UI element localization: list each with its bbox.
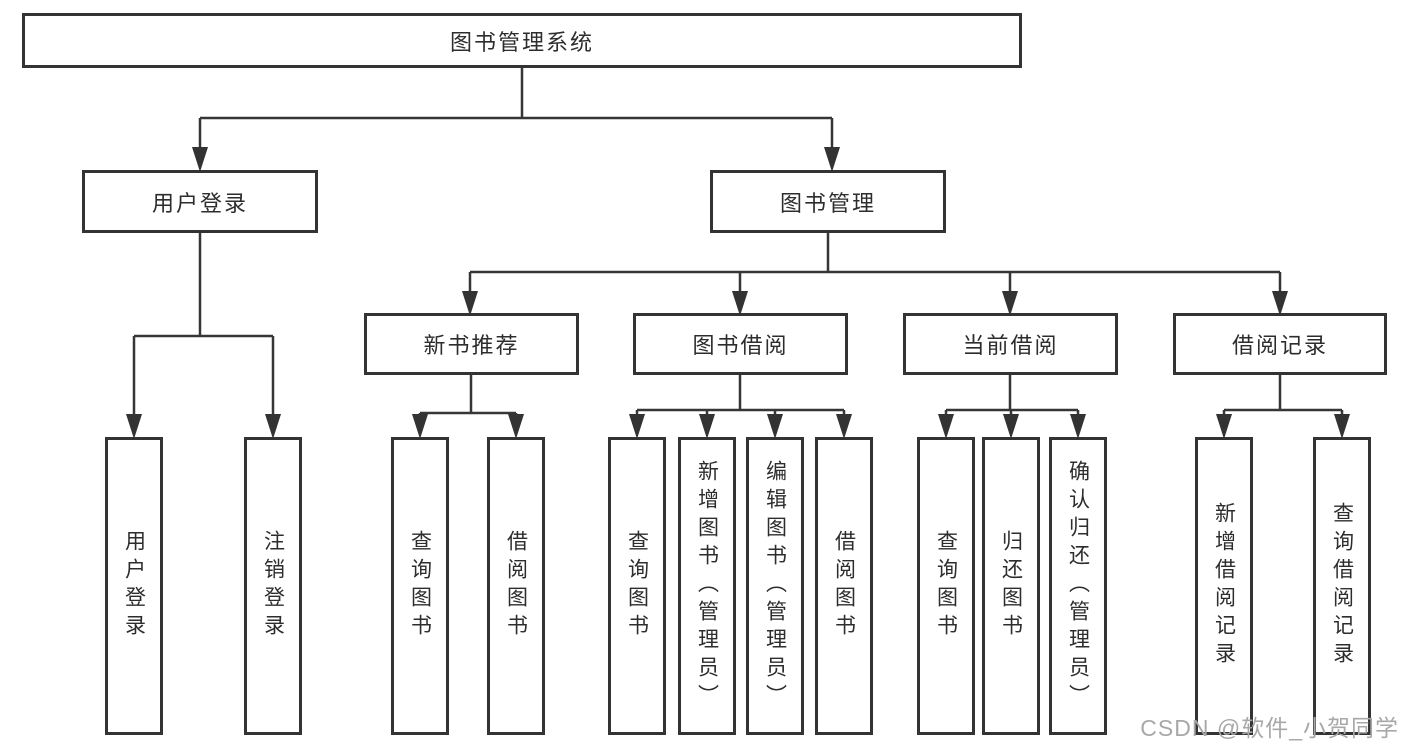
leaf-query-books-current: 查询图书 (917, 437, 975, 735)
leaf-label: 查询图书 (625, 530, 649, 642)
leaf-user-login: 用户登录 (105, 437, 163, 735)
leaf-label: 新增图书（管理员） (695, 460, 719, 712)
leaf-label: 查询借阅记录 (1330, 502, 1354, 670)
connector-strokes (132, 68, 1344, 416)
node-root-label: 图书管理系统 (449, 29, 594, 55)
node-root-system: 图书管理系统 (22, 13, 1022, 68)
leaf-borrow-book: 借阅图书 (815, 437, 873, 735)
leaf-query-borrow-record: 查询借阅记录 (1313, 437, 1371, 735)
leaf-query-books-borrow: 查询图书 (608, 437, 666, 735)
watermark: CSDN @软件_小贺同学 (1140, 715, 1399, 741)
leaf-label: 查询图书 (408, 530, 432, 642)
leaf-label: 查询图书 (934, 530, 958, 642)
node-book-borrow: 图书借阅 (633, 313, 848, 375)
node-label: 图书借阅 (692, 333, 789, 358)
node-new-book-recommend: 新书推荐 (364, 313, 579, 375)
node-borrow-records: 借阅记录 (1173, 313, 1387, 375)
node-label: 图书管理 (779, 190, 876, 216)
node-current-borrow: 当前借阅 (903, 313, 1118, 375)
node-label: 当前借阅 (962, 333, 1059, 358)
leaf-query-books-recommend: 查询图书 (391, 437, 449, 735)
leaf-label: 注销登录 (261, 530, 285, 642)
leaf-label: 新增借阅记录 (1212, 502, 1236, 670)
leaf-borrow-books-recommend: 借阅图书 (487, 437, 545, 735)
leaf-logout: 注销登录 (244, 437, 302, 735)
leaf-label: 归还图书 (999, 530, 1023, 642)
leaf-add-borrow-record: 新增借阅记录 (1195, 437, 1253, 735)
leaf-label: 借阅图书 (504, 530, 528, 642)
leaf-return-book: 归还图书 (982, 437, 1040, 735)
leaf-label: 编辑图书（管理员） (763, 460, 787, 712)
node-label: 借阅记录 (1231, 333, 1328, 358)
leaf-edit-book-admin: 编辑图书（管理员） (746, 437, 804, 735)
leaf-add-book-admin: 新增图书（管理员） (678, 437, 736, 735)
node-book-management-module: 图书管理 (710, 170, 946, 233)
leaf-label: 用户登录 (122, 530, 146, 642)
node-label: 新书推荐 (423, 333, 520, 358)
connector-arrowheads (126, 147, 1350, 439)
leaf-confirm-return-admin: 确认归还（管理员） (1049, 437, 1107, 735)
leaf-label: 借阅图书 (832, 530, 856, 642)
leaf-label: 确认归还（管理员） (1066, 460, 1090, 712)
node-label: 用户登录 (151, 190, 248, 216)
node-user-login-module: 用户登录 (82, 170, 318, 233)
